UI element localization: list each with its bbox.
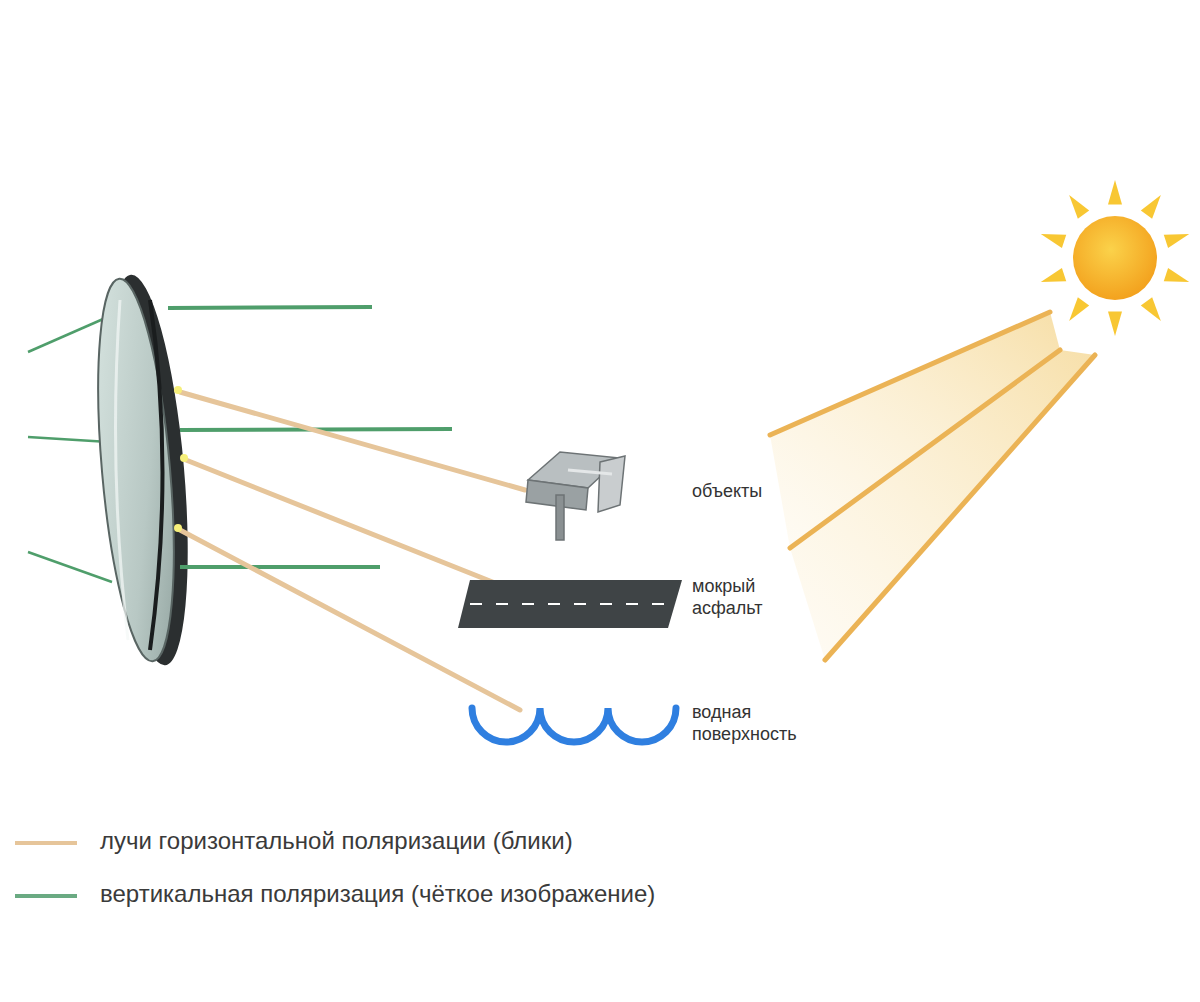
legend-text: вертикальная поляризация (чёткое изображ… (100, 880, 655, 909)
asphalt (458, 580, 682, 628)
legend-text: лучи горизонтальной поляризации (блики) (100, 827, 573, 856)
sun-beams (770, 312, 1095, 660)
polarized-lens (85, 272, 201, 669)
object-label: мокрый асфальт (692, 576, 802, 619)
sun-ray (1141, 297, 1161, 321)
glare-ray (180, 392, 525, 710)
sun-ray (1069, 195, 1089, 219)
sun-ray (1069, 297, 1089, 321)
sun-ray (1108, 312, 1122, 336)
sun-ray (1108, 180, 1122, 204)
sun (1041, 180, 1189, 336)
object-label: объекты (692, 481, 812, 503)
legend-swatch (15, 894, 77, 898)
sun-ray (1164, 234, 1189, 248)
vertical-ray (168, 307, 452, 567)
sun-ray (1041, 268, 1066, 282)
sun-ray (1041, 234, 1066, 248)
sun-ray (1141, 195, 1161, 219)
sun-ray (1164, 268, 1189, 282)
lens-glint (174, 386, 188, 532)
legend-swatch (15, 841, 77, 845)
guardrail (526, 452, 625, 540)
object-label: водная поверхность (692, 702, 842, 745)
water-wave (472, 708, 676, 742)
